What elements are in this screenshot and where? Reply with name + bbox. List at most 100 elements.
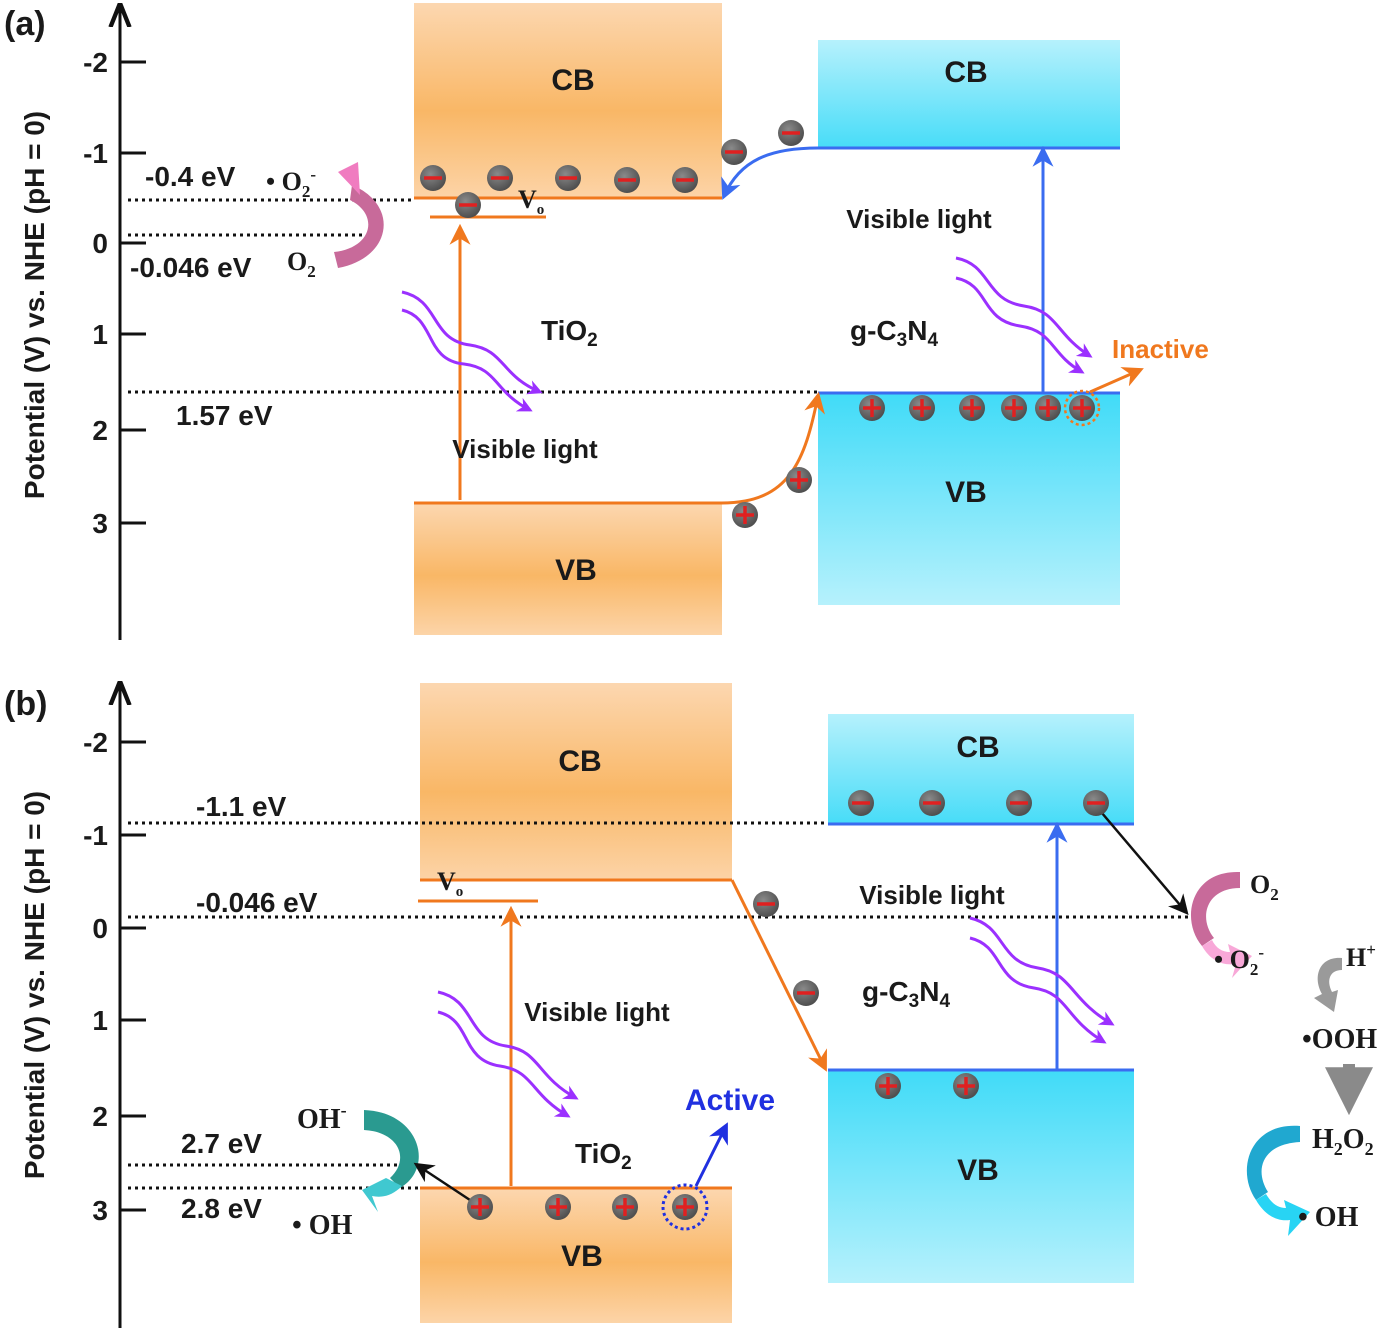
level-label: -0.4 eV bbox=[145, 161, 236, 192]
tick-label: -2 bbox=[83, 47, 108, 78]
hydroxide-label: OH- bbox=[297, 1100, 347, 1135]
tio2-vb-label: VB bbox=[561, 1240, 603, 1273]
light-label: Visible light bbox=[846, 204, 992, 234]
tio2-cb-band bbox=[420, 683, 732, 881]
curved-conversion-arrow-icon bbox=[362, 1110, 419, 1212]
z-scheme-transfer-arrow bbox=[730, 879, 827, 1072]
curved-conversion-arrow-icon bbox=[334, 162, 384, 268]
electron-icon bbox=[455, 192, 481, 218]
inactive-hole-marker bbox=[1063, 389, 1101, 427]
hydroxyl-label: • OH bbox=[292, 1210, 353, 1241]
gc3n4-cb-band bbox=[828, 714, 1134, 825]
gc3n4-cb-band bbox=[818, 40, 1120, 149]
superoxide-label: • O2- bbox=[1214, 943, 1264, 979]
level-label: -0.046 eV bbox=[196, 887, 318, 918]
gc3n4-label: g-C3N4 bbox=[850, 315, 938, 351]
curved-conversion-arrow-icon bbox=[1190, 871, 1252, 978]
gc3n4-cb-label: CB bbox=[944, 56, 987, 89]
gc3n4-vb-band bbox=[818, 393, 1120, 605]
panel-b-label: (b) bbox=[4, 685, 47, 723]
light-icon bbox=[401, 290, 543, 412]
electron-icon bbox=[487, 165, 513, 191]
hole-icon bbox=[875, 1073, 901, 1099]
panel-a-label: (a) bbox=[4, 5, 46, 43]
tio2-cb-label: CB bbox=[551, 64, 594, 97]
hydroperoxyl-label: •OOH bbox=[1302, 1024, 1377, 1055]
hole-icon bbox=[859, 395, 885, 421]
hole-icon bbox=[672, 1194, 698, 1220]
oxygen-label: O2 bbox=[287, 247, 316, 281]
inactive-arrow bbox=[1089, 367, 1144, 394]
light-label: Visible light bbox=[452, 434, 598, 464]
electron-icon bbox=[778, 120, 804, 146]
electron-icon bbox=[793, 980, 819, 1006]
tick-label: 0 bbox=[92, 913, 108, 944]
electron-icon bbox=[848, 790, 874, 816]
hole-icon bbox=[953, 1073, 979, 1099]
tick-label: 2 bbox=[92, 415, 108, 446]
electron-icon bbox=[420, 165, 446, 191]
hole-icon bbox=[467, 1194, 493, 1220]
peroxide-label: H2O2 bbox=[1312, 1124, 1374, 1159]
tio2-vb-label: VB bbox=[555, 554, 597, 587]
tick-label: -1 bbox=[83, 138, 108, 169]
tick-label: -2 bbox=[83, 727, 108, 758]
hole-icon bbox=[1069, 395, 1095, 421]
tio2-cb-label: CB bbox=[558, 745, 601, 778]
active-label: Active bbox=[685, 1084, 775, 1117]
light-label: Visible light bbox=[859, 880, 1005, 910]
electron-icon bbox=[672, 167, 698, 193]
hole-icon bbox=[786, 467, 812, 493]
tick-label: 2 bbox=[92, 1101, 108, 1132]
light-label: Visible light bbox=[524, 997, 670, 1027]
panel-b-y-axis-label: Potential (V) vs. NHE (pH = 0) bbox=[19, 791, 50, 1179]
tick-label: 3 bbox=[92, 1195, 108, 1226]
hole-icon bbox=[612, 1194, 638, 1220]
panel-a: (a) -2 -1 0 1 2 3 Potential (V) vs. NHE … bbox=[4, 3, 1209, 640]
vacancy-label: Vo bbox=[518, 185, 544, 218]
active-hole-marker bbox=[661, 1183, 709, 1231]
hole-icon bbox=[1035, 395, 1061, 421]
proton-label: H+ bbox=[1346, 940, 1376, 972]
level-label: -0.046 eV bbox=[130, 252, 252, 283]
level-label: -1.1 eV bbox=[196, 791, 287, 822]
active-arrow bbox=[694, 1122, 728, 1187]
gc3n4-vb-label: VB bbox=[957, 1154, 999, 1187]
tick-label: 1 bbox=[92, 1005, 108, 1036]
panel-b: (b) -2 -1 0 1 2 3 Potential (V) vs. NHE … bbox=[4, 683, 1377, 1328]
vacancy-label: Vo bbox=[437, 867, 463, 900]
electron-icon bbox=[555, 165, 581, 191]
hole-icon bbox=[959, 395, 985, 421]
hydroxyl-label: • OH bbox=[1298, 1202, 1359, 1233]
tick-label: -1 bbox=[83, 820, 108, 851]
tick-label: 1 bbox=[92, 319, 108, 350]
panel-a-carriers bbox=[420, 120, 1095, 528]
tick-label: 0 bbox=[92, 228, 108, 259]
hole-icon bbox=[732, 502, 758, 528]
electron-icon bbox=[721, 139, 747, 165]
tick-label: 3 bbox=[92, 508, 108, 539]
electron-transfer-arrow bbox=[721, 146, 819, 200]
panel-a-y-axis-label: Potential (V) vs. NHE (pH = 0) bbox=[19, 111, 50, 499]
hole-icon bbox=[909, 395, 935, 421]
electron-to-o2-arrow bbox=[1095, 805, 1189, 916]
hole-icon bbox=[1001, 395, 1027, 421]
oxygen-label: O2 bbox=[1250, 870, 1279, 904]
level-label: 1.57 eV bbox=[176, 400, 273, 431]
curved-conversion-arrow-icon bbox=[1314, 957, 1342, 1012]
electron-icon bbox=[919, 790, 945, 816]
panel-b-carriers bbox=[467, 790, 1109, 1220]
level-label: 2.8 eV bbox=[181, 1193, 262, 1224]
electron-icon bbox=[1006, 790, 1032, 816]
electron-icon bbox=[1083, 790, 1109, 816]
curved-conversion-arrow-icon bbox=[1246, 1125, 1310, 1236]
hole-to-oh-arrow bbox=[413, 1162, 477, 1206]
gc3n4-cb-label: CB bbox=[956, 731, 999, 764]
electron-icon bbox=[614, 167, 640, 193]
hole-icon bbox=[545, 1194, 571, 1220]
tio2-label: TiO2 bbox=[575, 1138, 632, 1174]
tio2-vb-band bbox=[414, 503, 722, 635]
light-icon bbox=[955, 256, 1093, 374]
inactive-label: Inactive bbox=[1112, 334, 1209, 364]
